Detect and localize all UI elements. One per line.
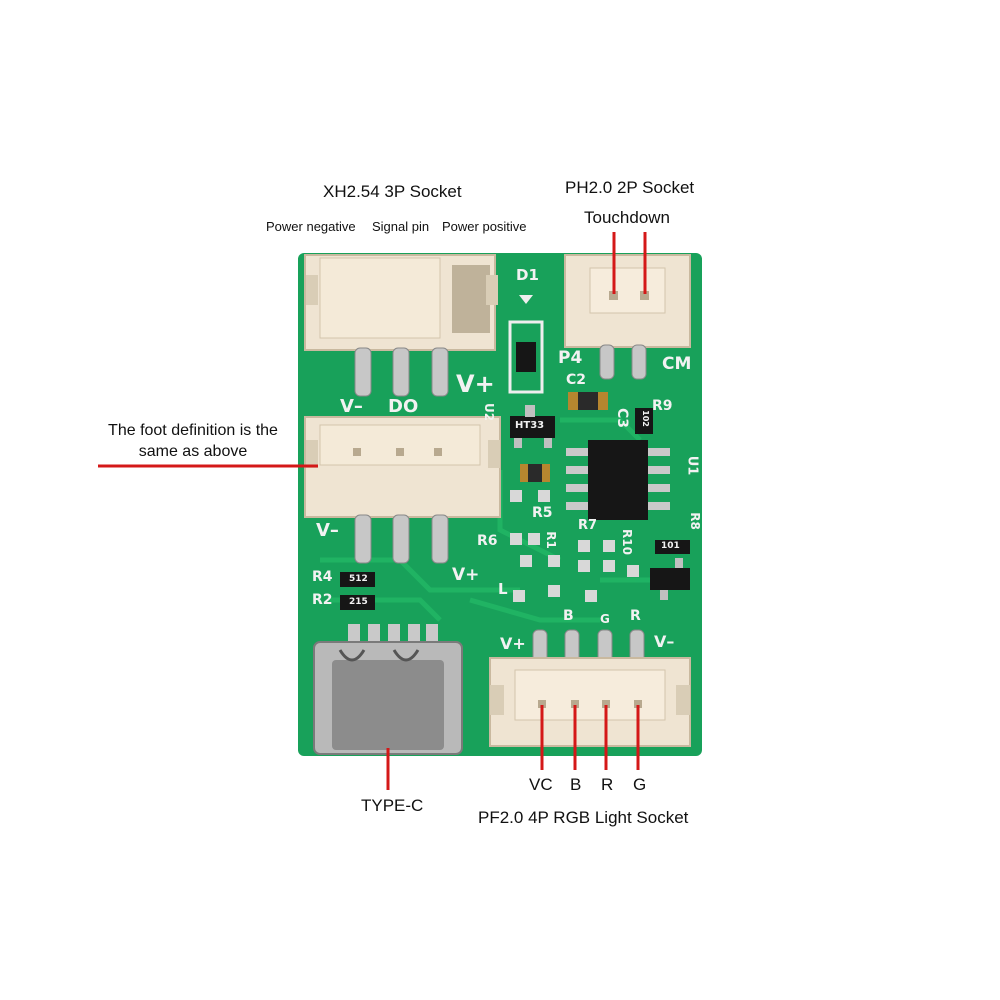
silk-r7: R7 (578, 518, 598, 533)
silk-l-mark: L (498, 580, 508, 598)
silk-r5: R5 (532, 505, 553, 521)
ph-connector (564, 254, 691, 348)
pin-g-label: G (633, 775, 647, 794)
pin-r-label: R (601, 775, 614, 794)
solder-pads (510, 490, 639, 602)
resistor-r9 (635, 408, 653, 434)
silk-u1: U1 (684, 455, 700, 476)
silk-r2: R2 (312, 592, 333, 608)
touchdown-label: Touchdown (584, 208, 671, 227)
type-c-label: TYPE-C (361, 796, 424, 815)
silk-b-bot: B (563, 608, 574, 624)
ph-socket-title: PH2.0 2P Socket (565, 178, 695, 197)
silk-v-plus-mid: V+ (452, 565, 480, 585)
silk-r6: R6 (477, 533, 498, 549)
pcb-traces (320, 417, 660, 623)
silk-p4: P4 (558, 348, 583, 368)
xh-connector-top (304, 254, 498, 351)
resistor-101 (655, 540, 690, 554)
pin-vc-label: VC (529, 775, 553, 794)
silk-code-215: 215 (349, 597, 368, 607)
silk-cm: CM (662, 354, 692, 374)
u2-regulator (510, 405, 555, 448)
silk-r1: R1 (543, 531, 558, 549)
xh-socket-title: XH2.54 3P Socket (323, 182, 462, 201)
silk-code-101: 101 (661, 541, 680, 551)
silk-r-bot: R (630, 608, 641, 624)
silk-c2: C2 (566, 372, 587, 388)
silk-do: DO (388, 396, 419, 417)
xh-middle-pins (354, 514, 449, 564)
silk-d1: D1 (516, 266, 539, 284)
power-negative-label: Power negative (266, 219, 356, 234)
silk-g-bot: G (600, 612, 610, 626)
silk-code-102: 102 (640, 410, 650, 427)
silk-v-minus-bot: V– (654, 632, 675, 651)
silk-v-plus-top: V+ (456, 370, 495, 398)
pf-socket-title: PF2.0 4P RGB Light Socket (478, 808, 689, 827)
silk-r9: R9 (652, 398, 673, 414)
silk-r10: R10 (619, 529, 634, 555)
silk-r8: R8 (687, 512, 702, 530)
power-positive-label: Power positive (442, 219, 527, 234)
silk-v-minus-mid: V– (316, 520, 339, 541)
capacitors (520, 392, 608, 482)
resistors-r4-r2 (340, 572, 375, 610)
ph-pins (599, 344, 647, 380)
silk-v-plus-bot: V+ (500, 634, 526, 653)
silk-u2: U2 (482, 402, 497, 422)
annotation-lines (98, 232, 647, 790)
silk-c3: C3 (614, 407, 631, 429)
silk-r4: R4 (312, 569, 333, 585)
xh-connector-middle (304, 416, 501, 518)
transistor (650, 558, 690, 600)
foot-definition-line1: The foot definition is the (108, 422, 278, 439)
silk-ht33: HT33 (515, 420, 545, 431)
u1-chip (566, 440, 670, 520)
silk-code-512: 512 (349, 574, 368, 584)
diode-d1 (508, 295, 544, 394)
foot-definition-line2: same as above (138, 443, 248, 460)
signal-pin-label: Signal pin (372, 219, 430, 234)
pin-b-label: B (570, 775, 582, 794)
silk-v-minus-top: V– (340, 396, 363, 417)
usb-type-c-port (313, 624, 463, 755)
xh-top-pins (354, 347, 449, 397)
pf-connector (489, 629, 691, 747)
